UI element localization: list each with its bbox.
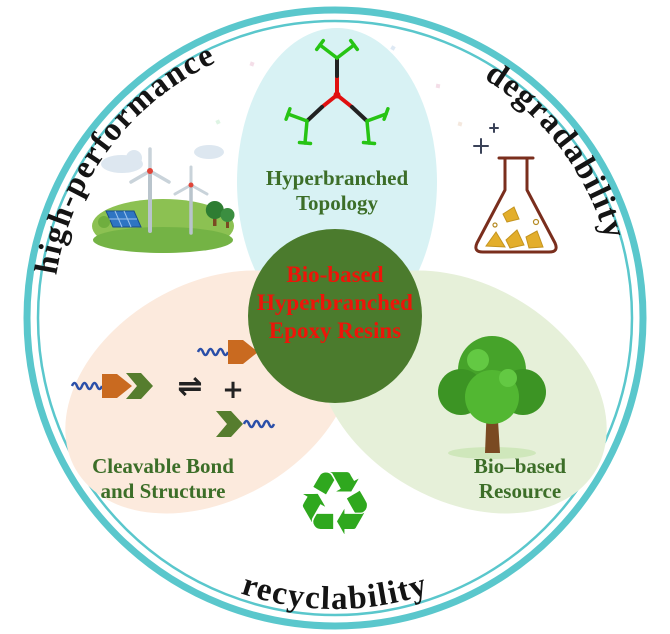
svg-text:Resource: Resource (479, 479, 561, 503)
center-circle (248, 229, 422, 403)
zone-label-top: Hyperbranched Topology (266, 166, 409, 215)
cleavable-bond-icon: ⇌ + (70, 340, 276, 437)
chemistry-flask-icon (473, 123, 558, 254)
cloud-icon (194, 145, 224, 159)
recycle-icon: ♻ (296, 452, 375, 555)
green-connector (216, 411, 243, 437)
svg-text:Bio–based: Bio–based (474, 454, 567, 478)
center-title-line: Hyperbranched (257, 290, 413, 315)
center-title-line: Epoxy Resins (269, 318, 401, 343)
solar-panel-icon (105, 210, 142, 228)
svg-text:Hyperbranched: Hyperbranched (266, 166, 409, 190)
inner-ring (36, 19, 634, 617)
small-tree-icon (98, 201, 235, 228)
svg-text:and Structure: and Structure (100, 479, 225, 503)
wave-line (242, 419, 276, 429)
orange-connector (228, 340, 258, 364)
wave-line (196, 347, 230, 357)
orange-connector (102, 374, 132, 398)
center-title-line: Bio-based (286, 262, 383, 287)
tree-icon (438, 336, 546, 459)
svg-text:Cleavable Bond: Cleavable Bond (92, 454, 234, 478)
svg-text:Topology: Topology (296, 191, 379, 215)
renewable-energy-icon (92, 145, 235, 253)
plus-symbol: + (222, 375, 244, 405)
outer-label-recyclability: recyclability (238, 567, 432, 618)
branched-molecule-icon (284, 38, 390, 146)
green-connector (126, 373, 153, 399)
outer-ring (23, 6, 647, 630)
sparkle-icon (473, 123, 499, 154)
equilibrium-symbol: ⇌ (177, 369, 202, 404)
wind-turbine-icon (129, 147, 209, 235)
center-title: Bio-based Hyperbranched Epoxy Resins (257, 262, 413, 343)
zone-label-left: Cleavable Bond and Structure (92, 454, 234, 503)
zone-label-right: Bio–based Resource (474, 454, 567, 503)
wave-line (70, 381, 104, 391)
